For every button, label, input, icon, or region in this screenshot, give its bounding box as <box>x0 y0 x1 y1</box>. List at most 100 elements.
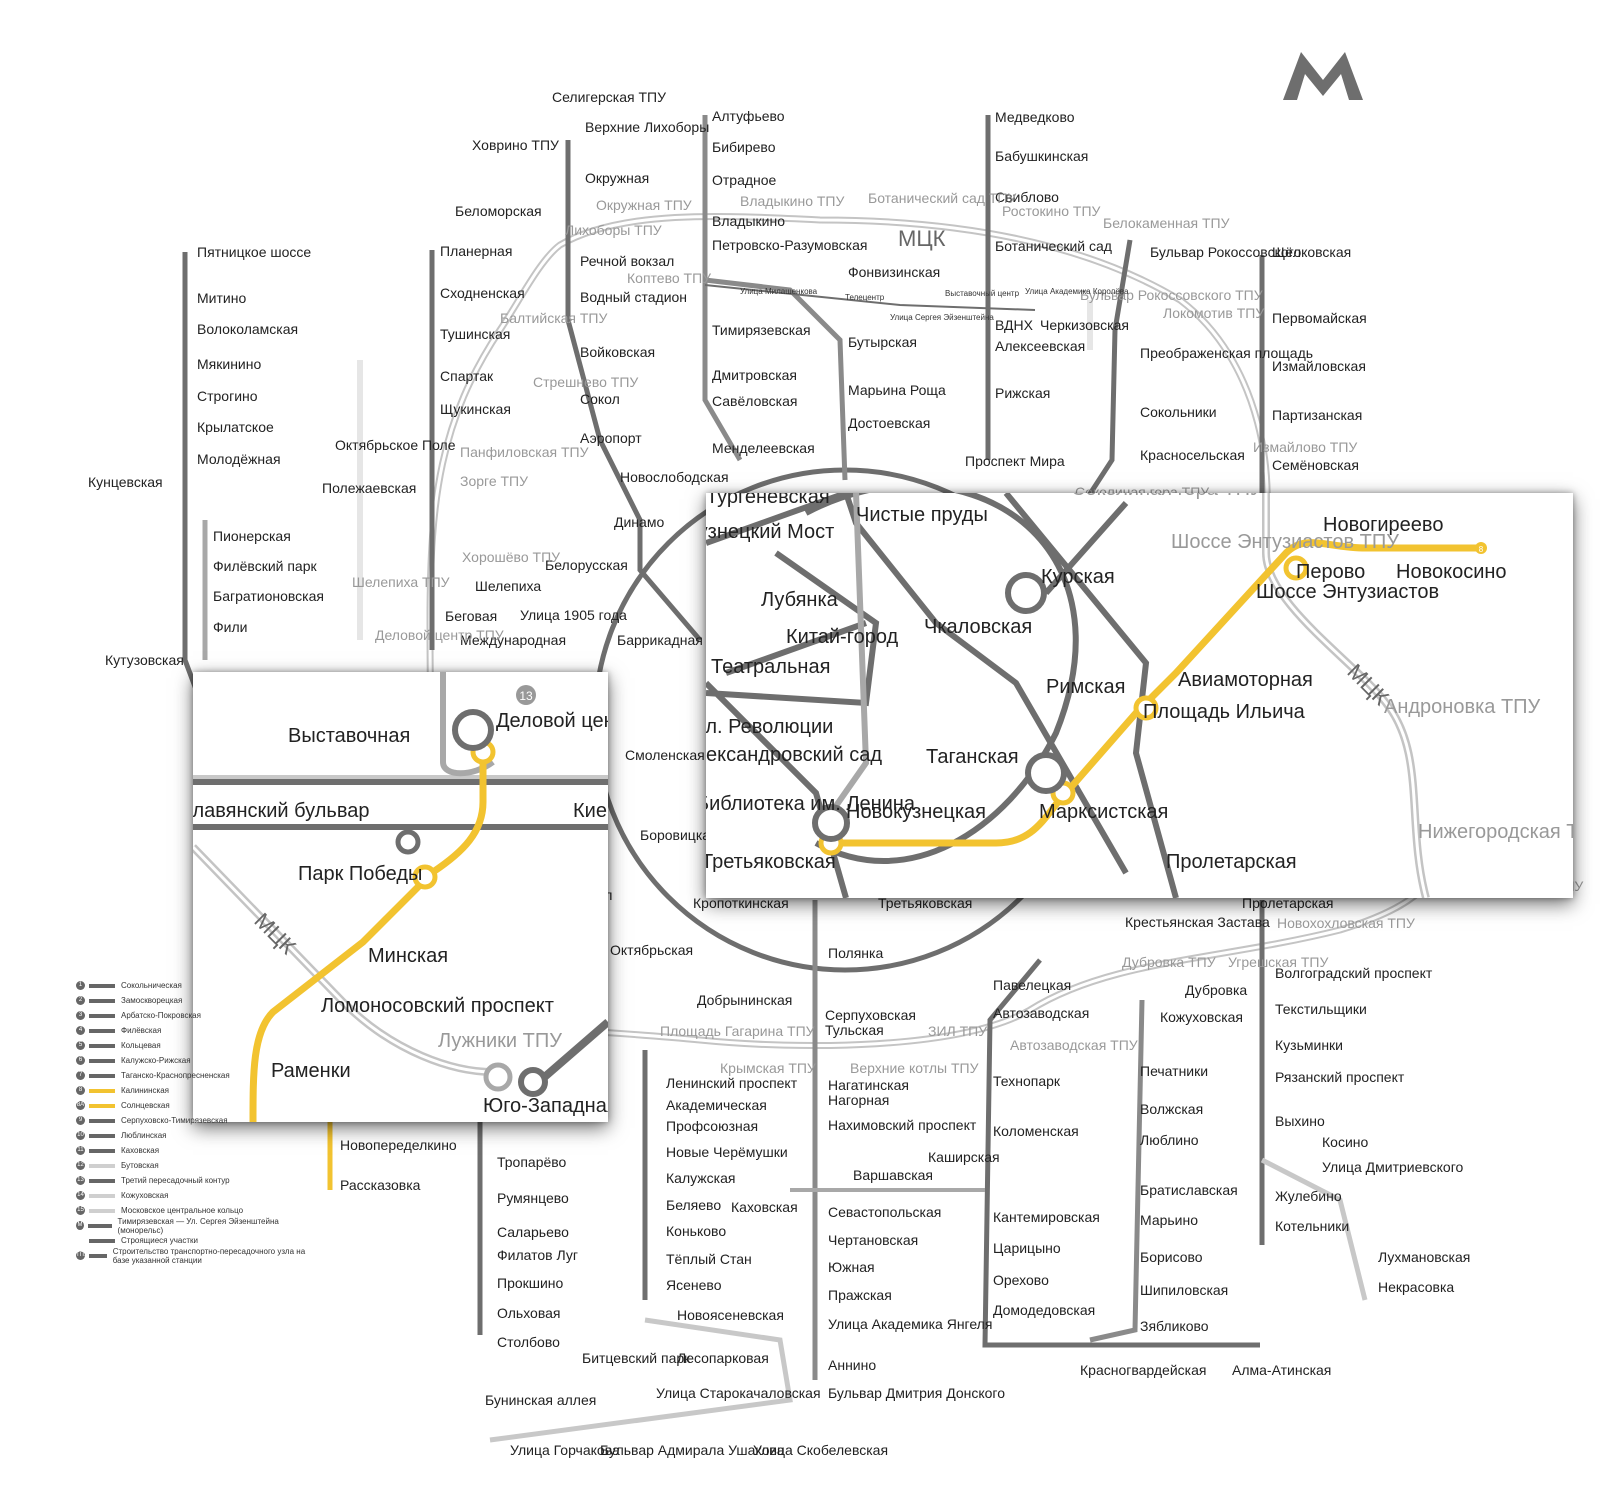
station-vykhino: Выхино <box>1275 1113 1325 1129</box>
station-krasnogvardeyskaya: Красногвардейская <box>1080 1362 1206 1378</box>
station-ulitsa_dmitr: Улица Дмитриевского <box>1322 1159 1464 1175</box>
legend-line-label: Филёвская <box>121 1026 162 1035</box>
station-planned-delovoy_mck: Деловой центр ТПУ <box>375 627 504 643</box>
line-nekrasovskaya <box>1260 1157 1368 1301</box>
station-proletarskaya_b: Пролетарская <box>1242 895 1333 911</box>
station-tulskaya: Тульская <box>825 1022 884 1038</box>
station-vladykino: Владыкино <box>712 213 785 229</box>
legend-line-label: Строящиеся участки <box>121 1236 198 1245</box>
legend-line-label: Люблинская <box>121 1131 167 1140</box>
station-maryino: Марьино <box>1140 1212 1198 1228</box>
inset-right-station-0: Тургеневская <box>706 493 830 508</box>
station-planned-botsad_mck: Ботанический сад ТПУ <box>868 190 1016 206</box>
station-pechatniki: Печатники <box>1140 1063 1208 1079</box>
svg-text:8: 8 <box>1479 545 1484 554</box>
station-borovitskaya: Боровицкая <box>640 827 718 843</box>
legend-line-swatch <box>89 1058 115 1063</box>
station-novoperedelkino: Новопеределкино <box>340 1137 457 1153</box>
station-buninskaya: Бунинская аллея <box>485 1392 596 1408</box>
legend-line-label: Кожуховская <box>121 1191 169 1200</box>
station-tekhnopark: Технопарк <box>993 1073 1061 1089</box>
station-vodny: Водный стадион <box>580 289 687 305</box>
station-altufyevo: Алтуфьево <box>712 108 785 124</box>
station-pionerskaya: Пионерская <box>213 528 291 544</box>
station-smolenskaya: Смоленская <box>625 747 705 763</box>
station-skhodnenskaya: Сходненская <box>440 285 525 301</box>
station-butyrskaya: Бутырская <box>848 334 917 350</box>
station-mitino: Митино <box>197 290 246 306</box>
legend-line-swatch <box>89 1028 115 1033</box>
station-lesoparkovaya: Лесопарковая <box>677 1350 769 1366</box>
inset-right-yellow-line <box>831 539 1476 847</box>
station-sviblovo: Свиблово <box>995 189 1059 205</box>
legend-line-label: Калужско-Рижская <box>121 1056 191 1065</box>
station-paveletskaya: Павелецкая <box>993 977 1071 993</box>
station-tekstilshchiki: Текстильщики <box>1275 1001 1367 1017</box>
legend-line-label: Третий пересадочный контур <box>121 1176 230 1185</box>
station-tropareva: Тропарёво <box>497 1154 567 1170</box>
legend-line-label: Бутовская <box>121 1161 159 1170</box>
station-nekrasovka: Некрасовка <box>1378 1279 1454 1295</box>
station-savelovskaya: Савёловская <box>712 393 797 409</box>
station-verkhnie: Верхние Лихоборы <box>585 119 709 135</box>
station-shchukinskaya: Щукинская <box>440 401 511 417</box>
station-bibirevo: Бибирево <box>712 139 776 155</box>
station-krylatskoe: Крылатское <box>197 419 274 435</box>
station-planned-panfilovskaya: Панфиловская ТПУ <box>460 444 589 460</box>
station-okruzhnaya: Окружная <box>585 170 649 186</box>
line-butovskaya <box>489 1317 793 1443</box>
station-chertanovskaya: Чертановская <box>828 1232 918 1248</box>
legend-line-swatch <box>89 1103 115 1108</box>
station-shipilovskaya: Шипиловская <box>1140 1282 1228 1298</box>
legend-row: Строящиеся участки <box>76 1233 306 1248</box>
station-botsad: Ботанический сад <box>995 238 1112 254</box>
legend-line-number: 11 <box>76 1146 85 1155</box>
inset-right-station-14: Шоссе Энтузиастов <box>1256 581 1439 603</box>
inset-right-planned-0: Соколиная гора ТПУ <box>1071 493 1263 500</box>
station-shelepikha: Шелепиха <box>475 578 541 594</box>
station-planned-lokomotiv: Локомотив ТПУ <box>1163 305 1264 321</box>
station-zhulebino: Жулебино <box>1275 1188 1342 1204</box>
station-ushakova: Бульвар Адмирала Ушакова <box>600 1442 785 1458</box>
station-sokolniki: Сокольники <box>1140 404 1217 420</box>
station-oktyabrskaya: Октябрьская <box>610 942 693 958</box>
station-domodedovskaya: Домодедовская <box>993 1302 1095 1318</box>
legend-line-number: 7 <box>76 1071 85 1080</box>
station-planned-shelepikha_mck: Шелепиха ТПУ <box>352 574 450 590</box>
station-nakhimovsky: Нахимовский проспект <box>828 1117 977 1133</box>
inset-left-station-1: Деловой центр <box>496 710 608 732</box>
station-serpukhovskaya: Серпуховская <box>825 1007 916 1023</box>
station-barrikadnaya: Баррикадная <box>617 632 703 648</box>
inset-right-station-2: Кузнецкий Мост <box>706 521 834 543</box>
legend-line-swatch <box>89 1043 115 1048</box>
monorail-station-4: Улица Сергея Эйзенштейна <box>890 313 994 322</box>
inset-right-station-16: Новогиреево <box>1323 514 1443 536</box>
legend-line-swatch <box>89 1148 115 1153</box>
station-planned-belokamennaya: Белокаменная ТПУ <box>1103 215 1230 231</box>
station-otradnoe: Отрадное <box>712 172 777 188</box>
station-kolomenskaya: Коломенская <box>993 1123 1079 1139</box>
station-mendeleevskaya: Менделеевская <box>712 440 815 456</box>
legend-line-swatch <box>89 1073 115 1078</box>
line-lyublinskaya <box>704 277 1145 1343</box>
station-timiryazevskaya: Тимирязевская <box>712 322 811 338</box>
station-planned-ploshchad_gagarina: Площадь Гагарина ТПУ <box>660 1023 815 1039</box>
legend-line-label: Таганско-Краснопресненская <box>121 1071 230 1080</box>
station-ulitsa1905: Улица 1905 года <box>520 607 627 623</box>
station-rumyantsevo: Румянцево <box>497 1190 569 1206</box>
station-begovaya: Беговая <box>445 608 497 624</box>
legend-line-label: Тимирязевская — Ул. Сергея Эйзенштейна (… <box>117 1216 279 1235</box>
legend-line-swatch <box>89 1013 115 1018</box>
station-tretyakovskaya_b: Третьяковская <box>878 895 972 911</box>
station-bitsevsky: Битцевский парк <box>582 1350 691 1366</box>
station-semenovskaya: Семёновская <box>1272 457 1359 473</box>
station-zyablikovo: Зябликово <box>1140 1318 1209 1334</box>
station-kropotkinskaya: Кропоткинская <box>693 895 789 911</box>
legend-line-number: 8 <box>76 1086 85 1095</box>
line-serpukhovsko <box>702 115 818 1380</box>
